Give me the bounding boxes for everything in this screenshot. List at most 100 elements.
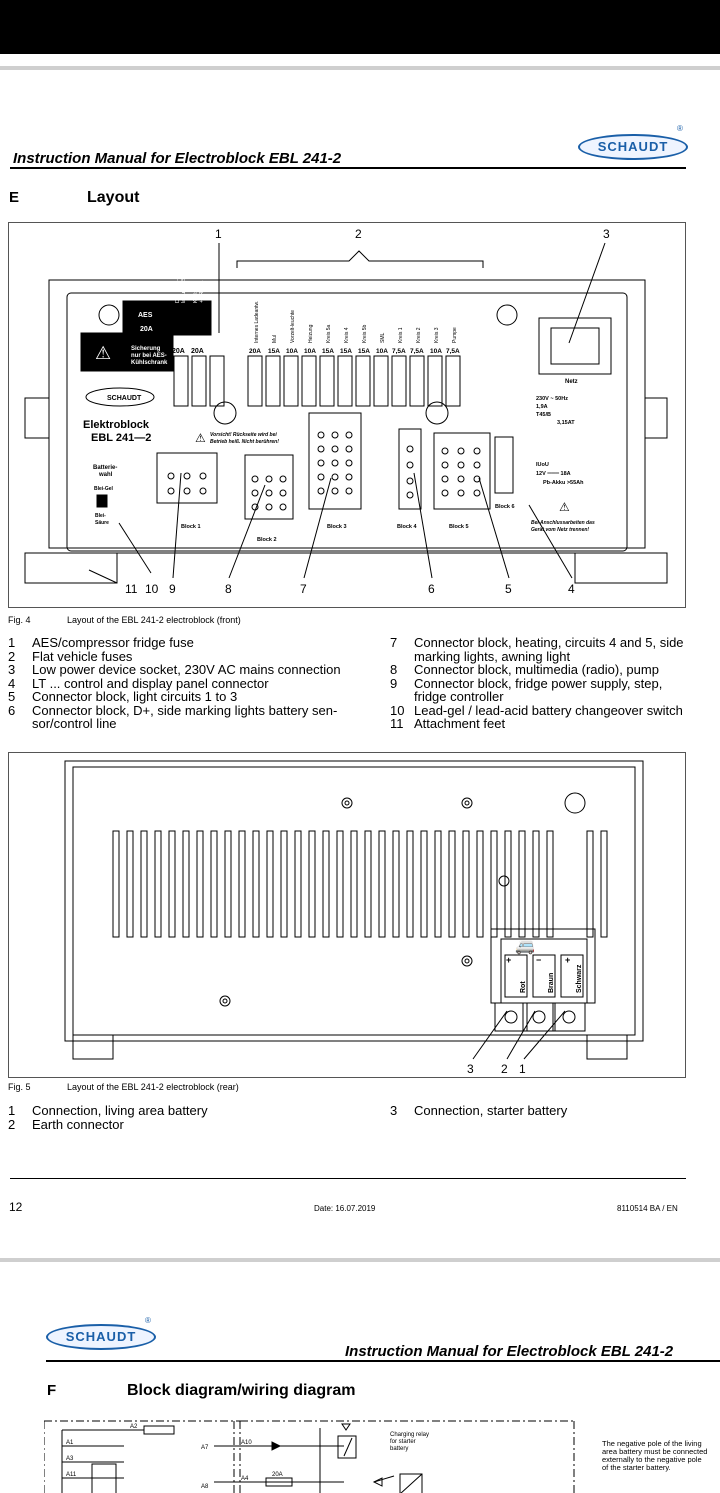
iuou-label: IUoU [536,462,549,468]
fuse-name: Kreis 5b [362,324,368,343]
fuse-name: Kreis 5a [326,324,332,343]
fig4-caption-label: Fig. 4 [8,615,31,625]
fuse-amp: 7,5A [410,348,424,355]
section-letter: E [9,189,20,206]
fuse-name: Vorzelt-leuchte [290,310,296,343]
fuse-name: Mul [272,335,278,343]
block-label: Block 4 [397,524,418,530]
fuse-amp: 10A [304,348,316,355]
aes-amp: 20A [140,326,153,333]
wiring-diagram-svg: A2 A1 A3 A11 A7 A10 A8 A4 20A Charging r… [44,1420,575,1493]
block-label: Block 2 [257,537,277,543]
terminal-label-rot: Rot [520,981,527,993]
callout-3: 3 [467,1062,474,1076]
terminal-sign: + [565,955,570,965]
header-rule [10,167,686,169]
fuse-amp: 15A [322,348,334,355]
page-title: Instruction Manual for Electroblock EBL … [345,1343,674,1360]
fuse-name: Internes Ladeantw. [254,301,260,343]
output-spec-1: 12V ═══ 18A [536,471,571,477]
top-black-bar [0,0,720,54]
terminal-label-schwarz: Schwarz [576,964,583,993]
aes-label: AES [138,312,153,319]
mains-warning-icon: ⚠ [559,500,570,514]
pin-a10: A10 [241,1440,252,1446]
netz-label: Netz [565,379,578,385]
schaudt-logo: SCHAUDT [46,1324,156,1350]
callout-5: 5 [505,582,512,596]
side-note: The negative pole of the living area bat… [602,1439,708,1472]
terminal-label-braun: Braun [548,973,555,993]
aes-warning-1: Sicherung [131,346,161,352]
fig5-caption-text: Layout of the EBL 241-2 electroblock (re… [67,1082,239,1092]
battery-select-label: Batterie- [93,465,117,471]
fuse-amp: 15A [340,348,352,355]
rear-diagram-svg: 🚐 + − + Rot Braun Schwarz 3 2 1 [64,760,644,1076]
page-number: 12 [9,1200,23,1214]
fuse-amp: 7,5A [446,348,460,355]
relay-label-3: battery [390,1446,408,1452]
section-title: Block diagram/wiring diagram [127,1382,356,1399]
callout-10: 10 [145,582,159,596]
block-label: Block 6 [495,504,515,510]
fuse-name: Kreis 2 [416,327,422,343]
spec-line: 1,9A [536,404,548,410]
pin-a1: A1 [66,1440,74,1446]
footer-date: Date: 16.07.2019 [314,1204,376,1213]
left-fuse-amp-1: 20A [172,348,185,355]
d-plus-label-2: laufung SB [181,278,187,303]
output-spec-2: Pb-Akku >55Ah [543,480,584,486]
warning-triangle-icon: ⚠ [95,343,111,363]
spec-line: 3,15AT [557,420,575,426]
fuse-name: Kreis 1 [398,327,404,343]
caution-triangle-icon: ⚠ [195,431,206,445]
fuse-amp: 10A [376,348,388,355]
header-rule [46,1360,720,1362]
fuse-amp: 20A [249,348,261,355]
fuse-name: Kreis 3 [434,327,440,343]
fuse-amp: 15A [358,348,370,355]
wiring-diagram-partial: A2 A1 A3 A11 A7 A10 A8 A4 20A Charging r… [44,1416,594,1493]
registered-mark: ® [677,124,683,133]
callout-8: 8 [225,582,232,596]
fuse-label: 20A [272,1472,283,1478]
kuehl-label-2: +WR-Betr. [199,280,205,303]
block-label: Block 5 [449,524,469,530]
kuehl-label: Kühlschr. [193,282,199,303]
front-diagram-svg: 1 2 3 4 5 6 7 8 9 10 11 AES 20A Sicherun… [24,227,668,596]
fuse-name: Heizung [308,324,314,343]
registered-mark: ® [145,1316,151,1325]
section-title: Layout [87,189,140,206]
pin-a8: A8 [201,1484,209,1490]
vehicle-icon: 🚐 [515,938,535,955]
pin-a2: A2 [130,1424,138,1430]
relay-label-1: Charging relay [390,1432,429,1438]
fuse-name: Pumpe [452,327,458,343]
callout-9: 9 [169,582,176,596]
callout-4: 4 [568,582,575,596]
footer-doc-id: 8110514 BA / EN [617,1204,678,1213]
fuse-amp: 15A [268,348,280,355]
callout-1: 1 [215,227,222,241]
fuse-amp: 10A [430,348,442,355]
bleigel-label: Blei-Gel [94,486,114,492]
callout-7: 7 [300,582,307,596]
mains-warning-2: Gerät vom Netz trennen! [531,527,589,533]
figure-4-front: 1 2 3 4 5 6 7 8 9 10 11 AES 20A Sicherun… [8,222,686,608]
page-separator [0,66,720,70]
pin-a11: A11 [66,1472,77,1478]
pin-a4: A4 [241,1476,249,1482]
callout-11: 11 [125,582,138,596]
section-letter: F [47,1382,57,1399]
